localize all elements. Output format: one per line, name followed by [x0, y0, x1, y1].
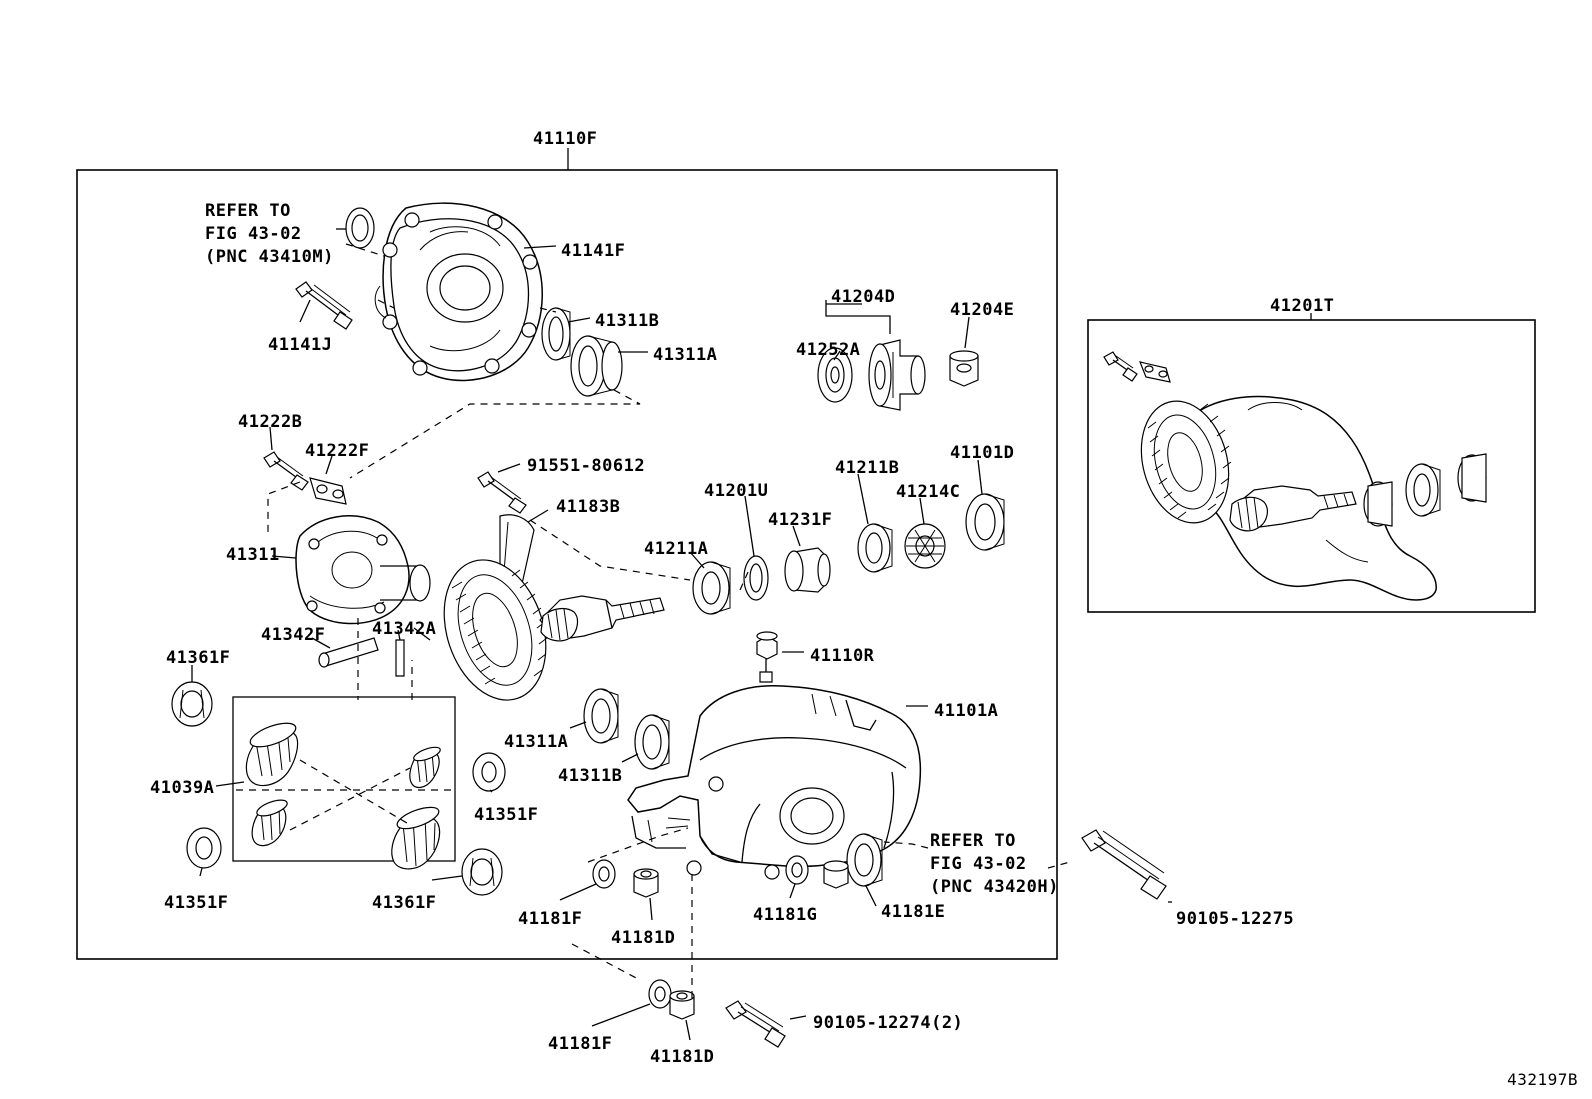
label-41181d-1: 41181D	[611, 928, 676, 948]
part-41311b-bearing-top	[541, 307, 571, 361]
inset-41201t-assembly	[1103, 351, 1487, 601]
label-41211a: 41211A	[644, 539, 709, 559]
part-41181d-nut-2	[669, 990, 695, 1020]
part-41181e-bearing	[846, 833, 883, 887]
inset-frame	[1087, 319, 1536, 613]
label-41201t: 41201T	[1270, 296, 1335, 316]
label-41351f-mid: 41351F	[474, 805, 539, 825]
spider-gear-left	[245, 722, 299, 787]
part-41311b-bearing-mid	[634, 714, 670, 770]
part-41311-diff-case	[295, 515, 431, 625]
detail-frame	[232, 696, 456, 862]
label-41361f-bottom: 41361F	[372, 893, 437, 913]
label-41141f: 41141F	[561, 241, 626, 261]
spider-gear-bottom-right	[391, 806, 441, 870]
part-41181g-nut	[823, 860, 849, 889]
spider-gear-bottom-left	[251, 799, 288, 847]
part-41101d-bearing	[965, 493, 1005, 551]
label-41181g: 41181G	[753, 905, 818, 925]
label-41222f: 41222F	[305, 441, 370, 461]
part-90105-12274-bolt	[725, 1000, 786, 1048]
part-41351f-washer-mid	[472, 752, 506, 792]
label-41214c: 41214C	[896, 482, 961, 502]
label-41039a: 41039A	[150, 778, 215, 798]
label-41181d-2: 41181D	[650, 1047, 715, 1067]
part-41211b-bearing	[857, 523, 893, 573]
label-41311b-top: 41311B	[595, 311, 660, 331]
label-41342a: 41342A	[372, 619, 437, 639]
part-ring-gear-and-pinion	[443, 559, 665, 701]
label-41222b: 41222B	[238, 412, 303, 432]
label-90105-12275: 90105-12275	[1176, 909, 1295, 929]
label-41183b: 41183B	[556, 497, 621, 517]
part-41201u-shim	[743, 555, 769, 601]
label-refer-to-fig-43-02-43410m: REFER TO FIG 43-02 (PNC 43410M)	[205, 201, 334, 267]
label-41252a: 41252A	[796, 340, 861, 360]
label-refer-to-fig-43-02-43420h: REFER TO FIG 43-02 (PNC 43420H)	[930, 831, 1059, 897]
part-41181f-washer-1	[592, 859, 616, 889]
part-41183b-plate	[499, 514, 535, 585]
label-91551-80612: 91551-80612	[527, 456, 646, 476]
part-91551-80612-bolt	[477, 471, 527, 514]
label-90105-12274: 90105-12274(2)	[813, 1013, 964, 1033]
part-41141j-bolt	[295, 281, 353, 330]
inset-bracket	[1139, 361, 1171, 383]
part-41181g-washer	[785, 855, 809, 885]
label-41311a-mid: 41311A	[504, 732, 569, 752]
part-41351f-washer-left	[186, 827, 222, 869]
part-41361f-washer-left	[171, 681, 213, 727]
label-41181f-1: 41181F	[518, 909, 583, 929]
label-41101d: 41101D	[950, 443, 1015, 463]
part-41211a-bearing	[692, 561, 731, 615]
label-41101a: 41101A	[934, 701, 999, 721]
part-41214c-shim	[904, 523, 946, 569]
label-41351f-left: 41351F	[164, 893, 229, 913]
spider-gear-top-right	[409, 746, 441, 789]
label-41110f: 41110F	[533, 129, 598, 149]
part-41204e-nut	[949, 350, 979, 387]
label-41311: 41311	[226, 545, 280, 565]
part-41342f-pin	[318, 637, 379, 668]
part-41181f-washer-2	[648, 979, 672, 1009]
part-41311a-bearing-mid	[583, 688, 619, 744]
label-41181f-2: 41181F	[548, 1034, 613, 1054]
label-41231f: 41231F	[768, 510, 833, 530]
label-41211b: 41211B	[835, 458, 900, 478]
label-41204d: 41204D	[831, 287, 896, 307]
inset-bolt	[1103, 351, 1138, 382]
part-41181d-nut-1	[633, 868, 659, 898]
part-41204d-flange	[868, 339, 926, 411]
label-41311b-mid: 41311B	[558, 766, 623, 786]
part-41222f-retainer	[309, 477, 347, 505]
label-41342f: 41342F	[261, 625, 326, 645]
label-41181e: 41181E	[881, 902, 946, 922]
label-41110r: 41110R	[810, 646, 875, 666]
part-41231f-spacer	[784, 547, 831, 593]
part-43410m-seal	[345, 207, 375, 249]
label-41311a-top: 41311A	[653, 345, 718, 365]
label-41204e: 41204E	[950, 300, 1015, 320]
label-41141j: 41141J	[268, 335, 333, 355]
part-41361f-washer-bottom	[461, 848, 503, 896]
part-41110r-breather	[756, 631, 778, 683]
part-41342a-pin	[395, 639, 405, 677]
label-41361f-left: 41361F	[166, 648, 231, 668]
label-41201u: 41201U	[704, 481, 769, 501]
part-90105-12275-bolt	[1081, 829, 1167, 900]
part-41222b-bolt	[263, 451, 309, 491]
part-41101a-housing	[627, 685, 922, 880]
part-41141f-cover	[374, 202, 543, 382]
main-frame	[76, 169, 1058, 960]
sheet-corner-code: 432197B	[1507, 1070, 1578, 1089]
part-41311a-bearing-top	[570, 335, 623, 397]
part-41039a-gear-set	[236, 722, 456, 870]
